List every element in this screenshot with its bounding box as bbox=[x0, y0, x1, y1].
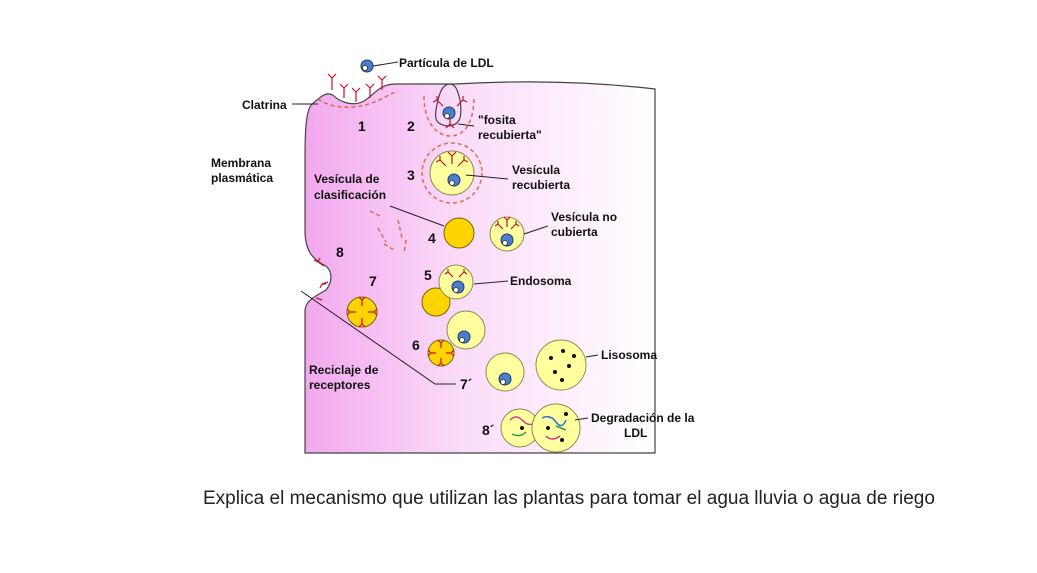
question-caption: Explica el mecanismo que utilizan las pl… bbox=[203, 488, 935, 509]
late-endosome bbox=[446, 310, 486, 350]
step-2: 2 bbox=[407, 118, 415, 134]
lysosome bbox=[535, 339, 587, 391]
step-8prime: 8´ bbox=[482, 422, 495, 438]
degradation-enzymes bbox=[520, 412, 568, 442]
sorting-vesicle bbox=[443, 217, 475, 249]
label-membrane-line1: Membrana bbox=[211, 156, 271, 170]
label-coated-vesicle-line2: recubierta bbox=[512, 178, 570, 192]
receptor-vesicle-6 bbox=[427, 339, 455, 367]
label-uncoated-vesicle-line1: Vesícula no bbox=[551, 210, 617, 224]
clathrin-coat-pit-2 bbox=[423, 95, 475, 137]
ldl-particle-endosome bbox=[451, 280, 465, 294]
step-4: 4 bbox=[428, 230, 436, 246]
endocytosis-diagram: Partícula de LDL Clatrina "fosita recubi… bbox=[211, 56, 695, 454]
ldl-receptors bbox=[313, 73, 520, 367]
step-7: 7 bbox=[369, 273, 377, 289]
lysosome-enzymes bbox=[549, 349, 576, 382]
label-sorting-vesicle-line1: Vesícula de bbox=[314, 172, 380, 186]
degradation-right bbox=[531, 403, 581, 453]
coated-vesicle-coat bbox=[421, 142, 483, 204]
step-6: 6 bbox=[412, 337, 420, 353]
label-coated-vesicle-line1: Vesícula bbox=[512, 163, 560, 177]
label-coated-pit-line1: "fosita bbox=[478, 113, 516, 127]
ldl-particle-pit bbox=[442, 106, 456, 120]
recycling-vesicle bbox=[346, 296, 378, 328]
dissociating-clathrin bbox=[369, 210, 407, 255]
step-5: 5 bbox=[424, 267, 432, 283]
degraded-ldl-fragments bbox=[509, 415, 567, 440]
label-recycling-line2: receptores bbox=[309, 378, 371, 392]
label-sorting-vesicle-line2: clasificación bbox=[314, 188, 386, 202]
ldl-particle-coated-vesicle bbox=[447, 173, 461, 187]
label-recycling-line1: Reciclaje de bbox=[309, 363, 379, 377]
label-coated-pit-line2: recubierta" bbox=[478, 128, 542, 142]
clathrin-coat-pit-1 bbox=[317, 91, 399, 108]
label-clathrin: Clatrina bbox=[242, 98, 287, 112]
step-1: 1 bbox=[358, 118, 366, 134]
label-endosome: Endosoma bbox=[510, 274, 572, 288]
step-8: 8 bbox=[336, 244, 344, 260]
ldl-particle-uncoated-vesicle bbox=[500, 233, 514, 247]
vesicle-7prime bbox=[485, 352, 525, 392]
step-3: 3 bbox=[407, 167, 415, 183]
label-uncoated-vesicle-line2: cubierta bbox=[551, 225, 598, 239]
step-7prime: 7´ bbox=[460, 376, 473, 392]
ldl-particle-6 bbox=[457, 330, 471, 344]
ldl-particle-outside bbox=[360, 59, 374, 73]
ldl-particles bbox=[360, 59, 514, 386]
label-ldl-particle: Partícula de LDL bbox=[399, 56, 494, 70]
coated-vesicle bbox=[429, 150, 475, 196]
pointer-lines bbox=[292, 61, 599, 421]
label-lysosome: Lisosoma bbox=[601, 348, 657, 362]
label-degradation-line2: LDL bbox=[624, 426, 647, 440]
label-membrane-line2: plasmática bbox=[211, 171, 273, 185]
endosome-vesicle-left bbox=[421, 287, 451, 317]
label-degradation-line1: Degradación de la bbox=[591, 411, 695, 425]
ldl-particle-7prime bbox=[498, 372, 512, 386]
